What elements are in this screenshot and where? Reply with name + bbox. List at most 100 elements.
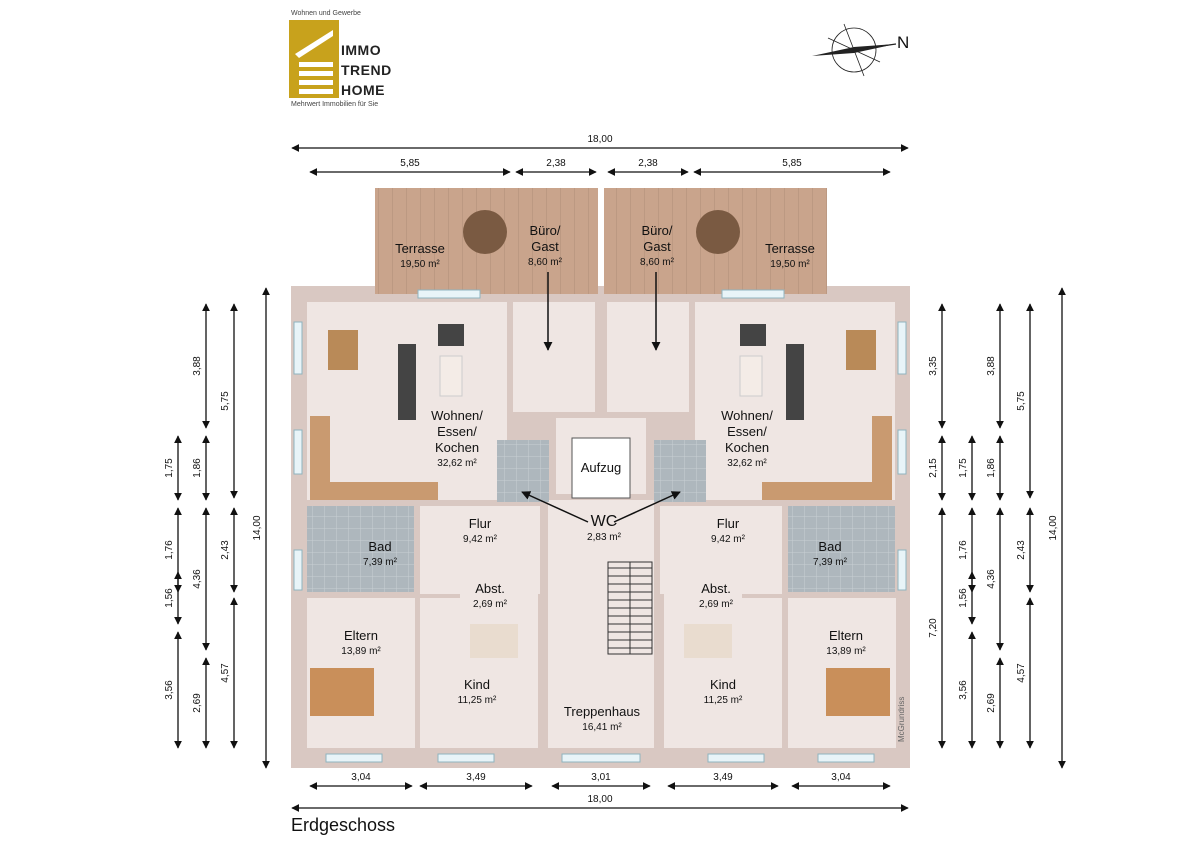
eltern-left-area: 13,89 m²: [341, 646, 381, 657]
wohnen-left-name-1: Wohnen/: [431, 408, 483, 423]
bad-left-area: 7,39 m²: [363, 557, 398, 568]
dim-right-a3-label: 2,69: [986, 693, 997, 713]
dim-top-total-label: 18,00: [587, 134, 612, 145]
flur-left-name: Flur: [469, 516, 492, 531]
buero-left-area: 8,60 m²: [528, 257, 563, 268]
bad-left-name: Bad: [368, 539, 391, 554]
dim-right-a0-label: 3,88: [986, 356, 997, 376]
wohnen-right-name-3: Kochen: [725, 440, 769, 455]
dim-bottom-seg-3-label: 3,49: [713, 772, 733, 783]
dim-top-seg-3-label: 5,85: [782, 158, 802, 169]
eltern-right-name: Eltern: [829, 628, 863, 643]
dim-right-b2-label: 4,57: [1016, 663, 1027, 683]
dim-right-inner-1-label: 2,15: [928, 458, 939, 478]
flur-left-area: 9,42 m²: [463, 534, 498, 545]
wohnen-left-name-2: Essen/: [437, 424, 477, 439]
bad-right-area: 7,39 m²: [813, 557, 848, 568]
abst-right-area: 2,69 m²: [699, 599, 734, 610]
wohnen-right-area: 32,62 m²: [727, 458, 767, 469]
staircase: [607, 561, 653, 655]
wohnen-right-name-2: Essen/: [727, 424, 767, 439]
dim-left-b2-label: 4,57: [220, 663, 231, 683]
dim-right-b0-label: 5,75: [1016, 391, 1027, 411]
furniture: [310, 210, 890, 716]
kind-right-area: 11,25 m²: [704, 695, 743, 706]
logo-word-3: HOME: [341, 82, 385, 98]
wc-name: WC: [591, 513, 618, 530]
dim-left-a3-label: 2,69: [192, 693, 203, 713]
dim-left-c1-label: 1,76: [164, 540, 175, 560]
logo-word-2: TREND: [341, 62, 392, 78]
watermark: McGrundriss: [897, 697, 906, 742]
buero-left-name-1: Büro/: [529, 223, 560, 238]
kind-right-name: Kind: [710, 677, 736, 692]
abst-right-name: Abst.: [701, 581, 731, 596]
wohnen-right-name-1: Wohnen/: [721, 408, 773, 423]
dim-left-c0-label: 1,75: [164, 458, 175, 478]
logo-tagline-top: Wohnen und Gewerbe: [291, 10, 361, 17]
abst-left-area: 2,69 m²: [473, 599, 508, 610]
dim-right-a1-label: 1,86: [986, 458, 997, 478]
dim-bottom-seg-1-label: 3,49: [466, 772, 486, 783]
dim-left-b1-label: 2,43: [220, 540, 231, 560]
dim-left-b0-label: 5,75: [220, 391, 231, 411]
dim-right-c3-label: 3,56: [958, 680, 969, 700]
treppenhaus-area: 16,41 m²: [582, 722, 622, 733]
flur-right-area: 9,42 m²: [711, 534, 746, 545]
buero-right-area: 8,60 m²: [640, 257, 675, 268]
terrasse-left-area: 19,50 m²: [400, 259, 440, 270]
eltern-left-name: Eltern: [344, 628, 378, 643]
wc-area: 2,83 m²: [587, 532, 622, 543]
room-labels: Terrasse 19,50 m² Büro/ Gast 8,60 m² Bür…: [341, 223, 866, 733]
wc-pointer-arrows: [521, 272, 681, 523]
dim-left-total-label: 14,00: [252, 515, 263, 540]
dim-top-seg-0-label: 5,85: [400, 158, 420, 169]
bath-right-tiles: [788, 506, 895, 592]
dim-left-c3-label: 3,56: [164, 680, 175, 700]
dim-bottom-total-label: 18,00: [587, 794, 612, 805]
dim-left-c2-label: 1,56: [164, 588, 175, 608]
bad-right-name: Bad: [818, 539, 841, 554]
bath-left-tiles: [307, 506, 414, 592]
aufzug-name: Aufzug: [581, 460, 621, 475]
buero-left-name-2: Gast: [531, 239, 559, 254]
treppenhaus-name: Treppenhaus: [564, 704, 641, 719]
dim-right-b1-label: 2,43: [1016, 540, 1027, 560]
dim-bottom-seg-0-label: 3,04: [351, 772, 371, 783]
logo-tagline-bottom: Mehrwert Immobilien für Sie: [291, 101, 379, 108]
kind-left-name: Kind: [464, 677, 490, 692]
dim-top-seg-1-label: 2,38: [546, 158, 566, 169]
dim-right-a2-label: 4,36: [986, 569, 997, 589]
buero-right-name-2: Gast: [643, 239, 671, 254]
windows: [293, 289, 907, 763]
compass-icon: [812, 23, 897, 77]
wohnen-left-area: 32,62 m²: [437, 458, 477, 469]
dim-bottom-seg-2-label: 3,01: [591, 772, 611, 783]
terrasse-right-area: 19,50 m²: [770, 259, 810, 270]
logo-house-icon: [289, 20, 339, 98]
kitchen-counters: [310, 416, 892, 500]
dim-right-inner-0-label: 3,35: [928, 356, 939, 376]
dim-right-inner-2-label: 7,20: [928, 618, 939, 638]
kind-left-area: 11,25 m²: [458, 695, 497, 706]
dim-left-a0-label: 3,88: [192, 356, 203, 376]
terrasse-left-name: Terrasse: [395, 241, 445, 256]
compass-label: N: [897, 33, 910, 52]
dim-top-seg-2-label: 2,38: [638, 158, 658, 169]
abst-left-name: Abst.: [475, 581, 505, 596]
wohnen-left-name-3: Kochen: [435, 440, 479, 455]
logo-word-1: IMMO: [341, 42, 382, 58]
buero-right-name-1: Büro/: [641, 223, 672, 238]
dim-right-c1-label: 1,76: [958, 540, 969, 560]
dim-right-c0-label: 1,75: [958, 458, 969, 478]
dim-right-c2-label: 1,56: [958, 588, 969, 608]
eltern-right-area: 13,89 m²: [826, 646, 866, 657]
elevator-shaft: [571, 437, 631, 499]
floor-label: Erdgeschoss: [291, 815, 396, 835]
dim-left-a2-label: 4,36: [192, 569, 203, 589]
terrasse-right-name: Terrasse: [765, 241, 815, 256]
flur-right-name: Flur: [717, 516, 740, 531]
